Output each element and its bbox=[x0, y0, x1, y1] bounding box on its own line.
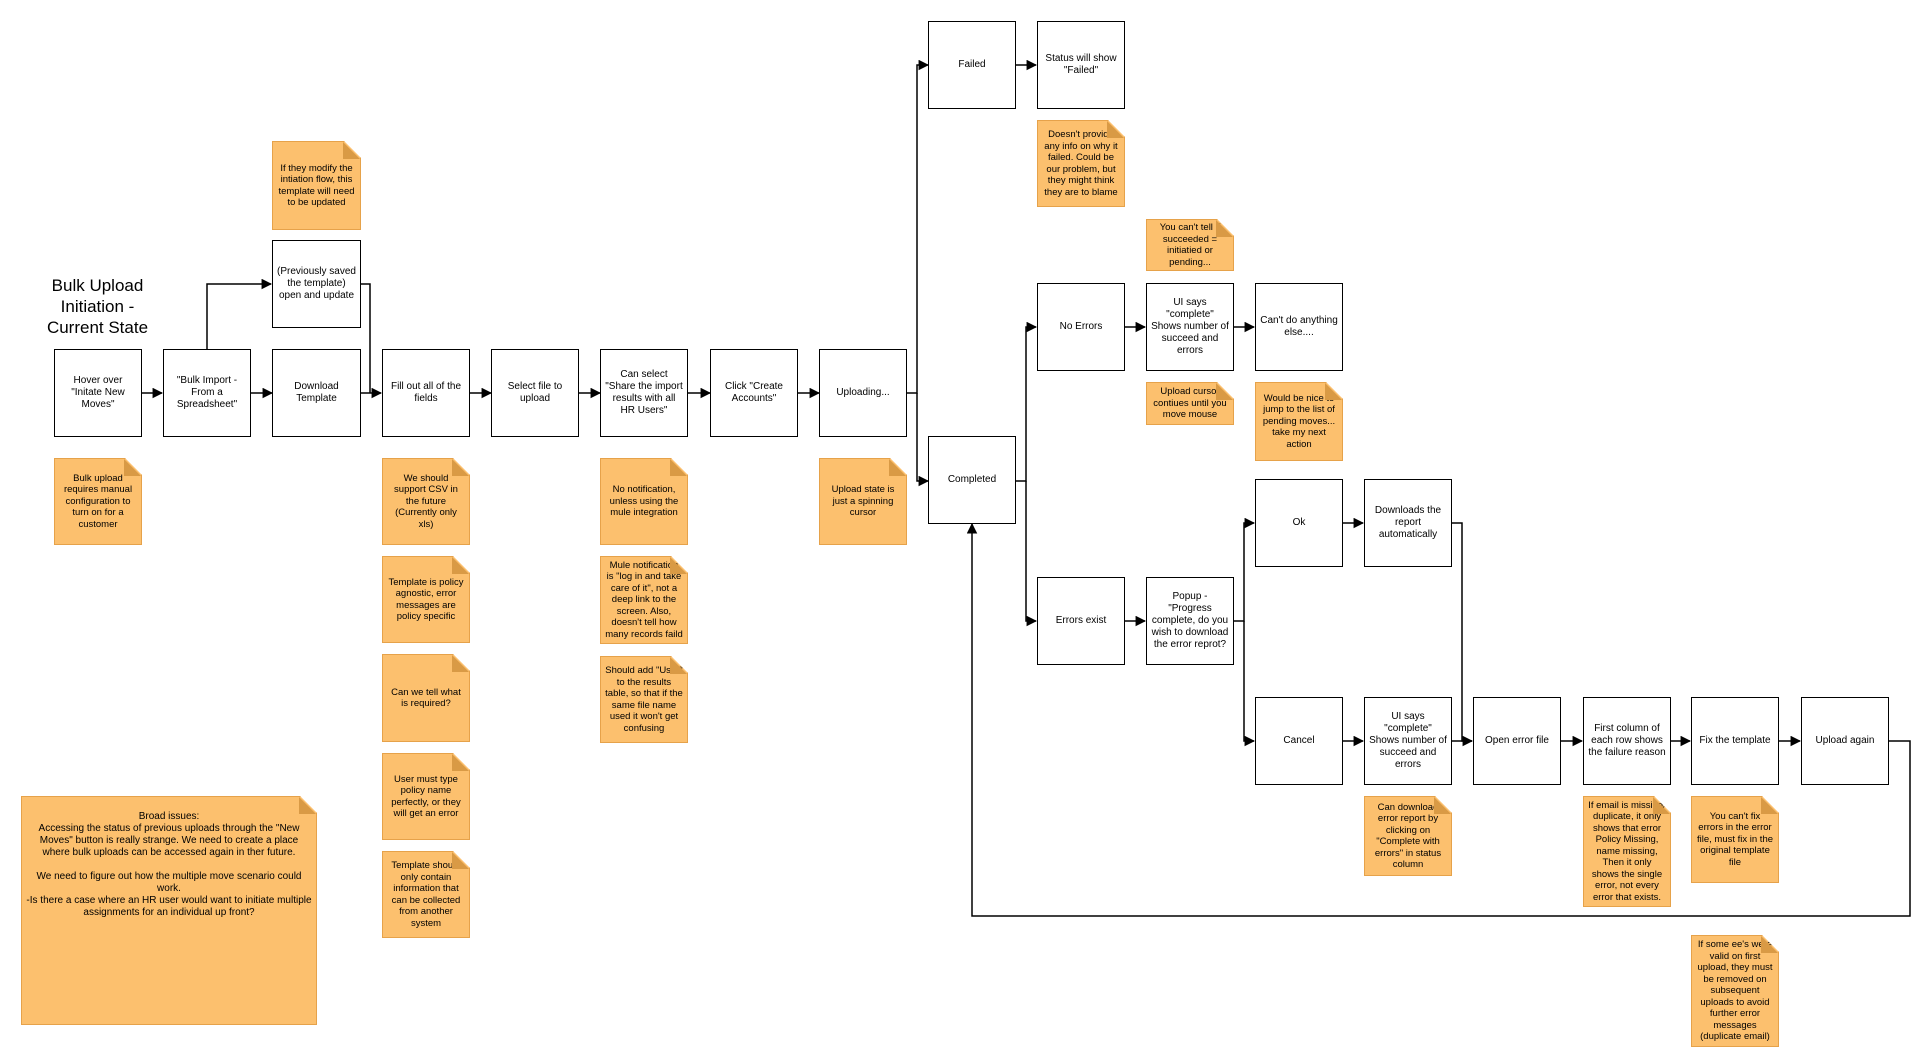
note-some-valid: If some ee's were valid on first upload,… bbox=[1691, 935, 1779, 1047]
note-email-missing: If email is missing/ duplicate, it only … bbox=[1583, 796, 1671, 907]
note-support-csv: We should support CSV in the future (Cur… bbox=[382, 458, 470, 545]
note-manual-config: Bulk upload requires manual configuratio… bbox=[54, 458, 142, 545]
note-text: Template should only contain information… bbox=[391, 860, 461, 929]
note-text: Mule notification is "log in and take ca… bbox=[605, 559, 683, 640]
connector bbox=[916, 393, 930, 487]
node-cancel: Cancel bbox=[1255, 697, 1343, 785]
note-mule-notification: Mule notification is "log in and take ca… bbox=[600, 556, 688, 644]
node-downloads-report: Downloads the report automatically bbox=[1364, 479, 1452, 567]
connector bbox=[206, 278, 273, 349]
connector bbox=[907, 59, 930, 394]
diagram-title: Bulk Upload Initiation - Current State bbox=[46, 276, 149, 337]
note-what-required: Can we tell what is required? bbox=[382, 654, 470, 742]
note-upload-cursor: Upload cursor contiues until you move mo… bbox=[1146, 382, 1234, 425]
connector bbox=[361, 283, 371, 393]
note-modify-flow: If they modify the intiation flow, this … bbox=[272, 141, 361, 230]
node-open-error-file: Open error file bbox=[1473, 697, 1561, 785]
node-errors-exist: Errors exist bbox=[1037, 577, 1125, 665]
connector bbox=[1234, 517, 1256, 622]
node-ok: Ok bbox=[1255, 479, 1343, 567]
note-text: We should support CSV in the future (Cur… bbox=[394, 472, 458, 530]
node-fill-out: Fill out all of the fields bbox=[382, 349, 470, 437]
connector bbox=[1015, 321, 1038, 482]
node-failed: Failed bbox=[928, 21, 1016, 109]
node-hover: Hover over "Initate New Moves" bbox=[54, 349, 142, 437]
note-text: Should add "User" to the results table, … bbox=[605, 665, 683, 734]
note-text: Doesn't provide any info on why it faile… bbox=[1044, 129, 1118, 198]
node-previously-saved: (Previously saved the template) open and… bbox=[272, 240, 361, 328]
node-create-accounts: Click "Create Accounts" bbox=[710, 349, 798, 437]
node-bulk-import: "Bulk Import - From a Spreadsheet" bbox=[163, 349, 251, 437]
note-text: Broad issues: Accessing the status of pr… bbox=[26, 811, 312, 918]
note-jump-pending: Would be nice to jump to the list of pen… bbox=[1255, 382, 1343, 461]
note-text: Bulk upload requires manual configuratio… bbox=[63, 472, 133, 530]
node-ui-complete-2: UI says "complete" Shows number of succe… bbox=[1364, 697, 1452, 785]
note-text: Template is policy agnostic, error messa… bbox=[388, 576, 464, 622]
note-cant-tell: You can't tell if succeeded = initiatied… bbox=[1146, 219, 1234, 271]
note-text: Can download error report by clicking on… bbox=[1374, 801, 1442, 870]
node-completed: Completed bbox=[928, 436, 1016, 524]
connector bbox=[1243, 621, 1256, 747]
note-text: If email is missing/ duplicate, it only … bbox=[1588, 799, 1666, 903]
note-policy-agnostic: Template is policy agnostic, error messa… bbox=[382, 556, 470, 643]
note-no-info-failed: Doesn't provide any info on why it faile… bbox=[1037, 120, 1125, 207]
note-text: If some ee's were valid on first upload,… bbox=[1697, 939, 1773, 1043]
node-uploading: Uploading... bbox=[819, 349, 907, 437]
connector bbox=[966, 522, 1911, 917]
note-template-info: Template should only contain information… bbox=[382, 851, 470, 938]
connector bbox=[1025, 481, 1038, 627]
node-ui-complete-1: UI says "complete" Shows number of succe… bbox=[1146, 283, 1234, 371]
node-download-template: Download Template bbox=[272, 349, 361, 437]
node-no-errors: No Errors bbox=[1037, 283, 1125, 371]
note-no-notification: No notification, unless using the mule i… bbox=[600, 458, 688, 545]
note-text: Upload state is just a spinning cursor bbox=[831, 484, 895, 519]
node-upload-again: Upload again bbox=[1801, 697, 1889, 785]
node-first-column: First column of each row shows the failu… bbox=[1583, 697, 1671, 785]
note-cant-fix: You can't fix errors in the error file, … bbox=[1691, 796, 1779, 883]
note-text: User must type policy name perfectly, or… bbox=[391, 773, 461, 819]
note-text: If they modify the intiation flow, this … bbox=[278, 162, 355, 208]
node-status-failed: Status will show "Failed" bbox=[1037, 21, 1125, 109]
note-text: Would be nice to jump to the list of pen… bbox=[1262, 392, 1336, 450]
note-type-policy: User must type policy name perfectly, or… bbox=[382, 753, 470, 840]
note-add-user: Should add "User" to the results table, … bbox=[600, 656, 688, 743]
node-cant-do: Can't do anything else.... bbox=[1255, 283, 1343, 371]
note-broad-issues: Broad issues: Accessing the status of pr… bbox=[21, 796, 317, 1025]
note-text: Upload cursor contiues until you move mo… bbox=[1153, 386, 1227, 421]
node-share-results: Can select "Share the import results wit… bbox=[600, 349, 688, 437]
node-fix-template: Fix the template bbox=[1691, 697, 1779, 785]
connector bbox=[1452, 522, 1474, 747]
node-popup: Popup - "Progress complete, do you wish … bbox=[1146, 577, 1234, 665]
note-spinning-cursor: Upload state is just a spinning cursor bbox=[819, 458, 907, 545]
note-text: No notification, unless using the mule i… bbox=[609, 484, 679, 519]
note-text: You can't fix errors in the error file, … bbox=[1696, 810, 1774, 868]
note-download-error-report: Can download error report by clicking on… bbox=[1364, 796, 1452, 876]
node-select-file: Select file to upload bbox=[491, 349, 579, 437]
note-text: Can we tell what is required? bbox=[391, 686, 461, 709]
